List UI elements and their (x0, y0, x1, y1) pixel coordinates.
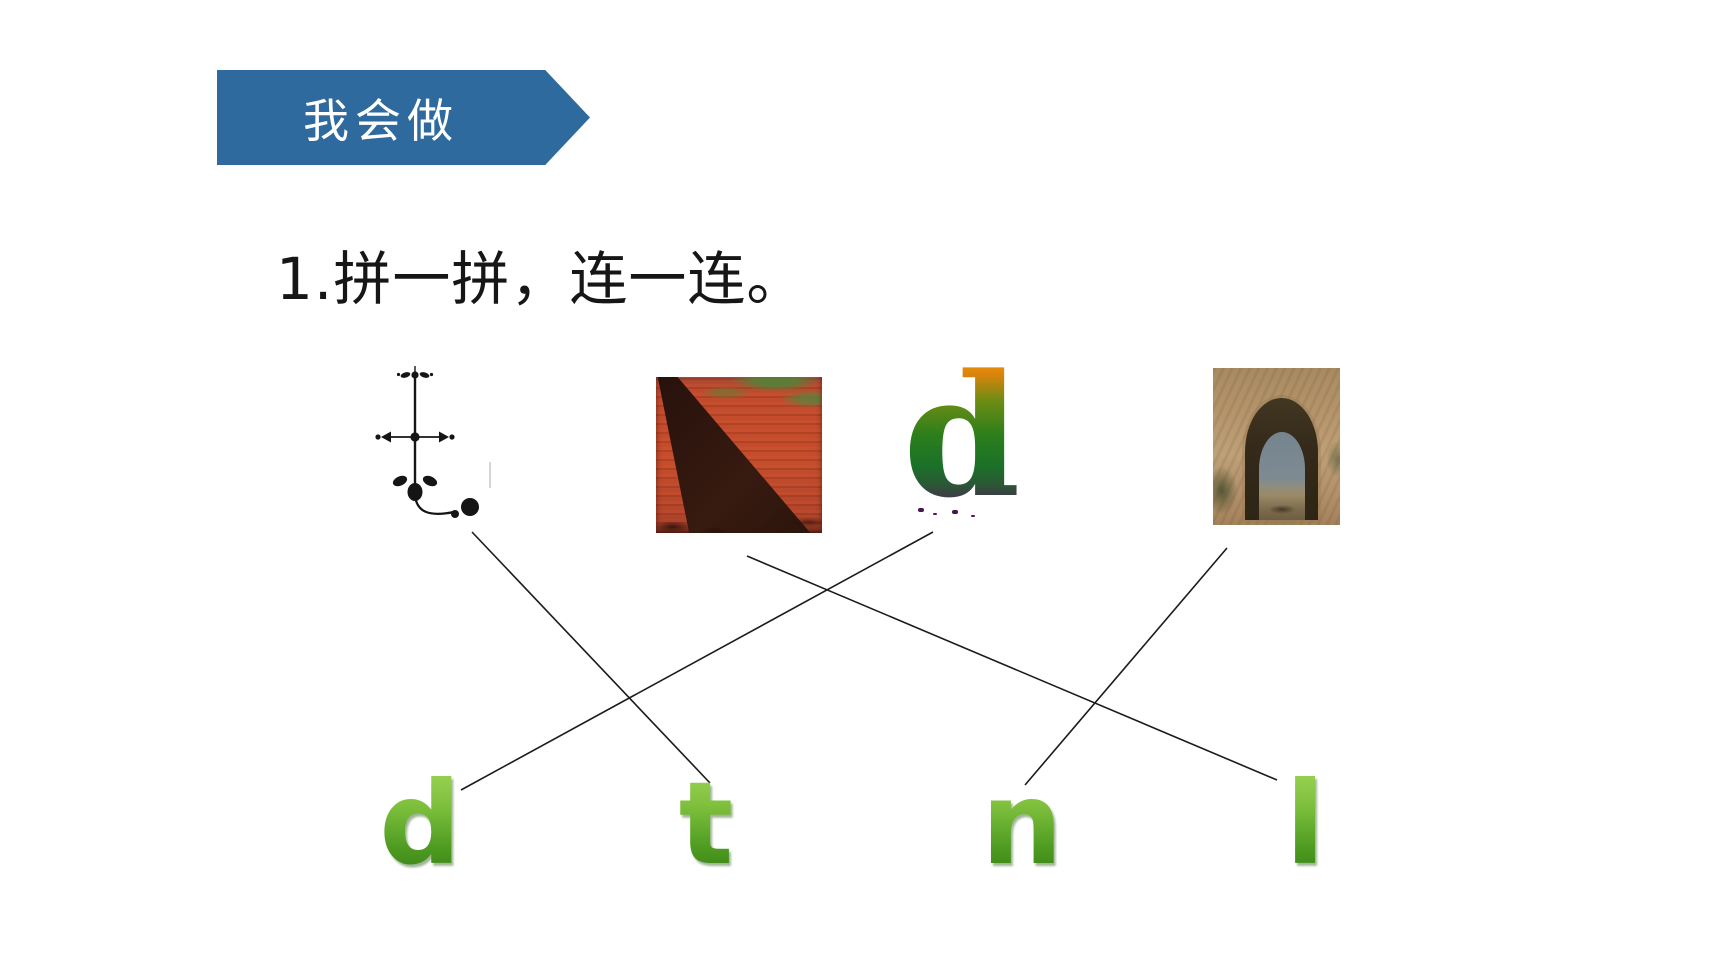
field-dark-smudges (656, 377, 822, 533)
section-banner: 我会做 (217, 70, 590, 165)
connection-line-grunge-letter-d-to-d (460, 531, 934, 791)
connection-line-tunnel-arch-photo-to-n (1024, 547, 1228, 786)
section-banner-label: 我会做 (303, 93, 459, 148)
match-image-tunnel-arch-photo[interactable] (1213, 368, 1340, 525)
answer-letter-t[interactable]: t (678, 757, 734, 890)
answer-letter-d[interactable]: d (379, 757, 461, 890)
match-image-ornamental-letter-t[interactable] (370, 362, 500, 527)
ornamental-t-icon (375, 366, 491, 518)
connection-line-ornamental-letter-t-to-t (471, 531, 711, 784)
match-image-grunge-letter-d[interactable]: d (903, 352, 1023, 537)
answer-letter-n[interactable]: n (981, 757, 1063, 890)
connection-line-red-field-photo-to-l (746, 555, 1278, 781)
exercise-title: 1.拼一拼，连一连。 (276, 245, 806, 313)
tunnel-inner-arch (1259, 432, 1305, 520)
match-image-red-field-photo[interactable] (656, 377, 822, 533)
grunge-d-ink-specks (918, 508, 924, 512)
answer-letter-l[interactable]: l (1285, 757, 1325, 890)
